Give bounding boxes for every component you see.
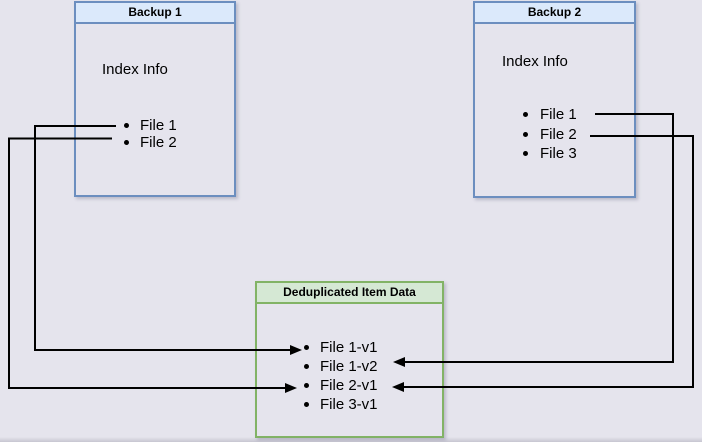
bullet-icon bbox=[124, 140, 129, 145]
dedup-file-list: File 1-v1 File 1-v2 File 2-v1 File 3-v1 bbox=[304, 338, 378, 414]
backup2-file3-label: File 3 bbox=[540, 145, 577, 163]
backup2-index-info-label: Index Info bbox=[502, 53, 568, 70]
dedup-file2v1-label: File 2-v1 bbox=[320, 377, 378, 394]
bullet-icon bbox=[523, 131, 528, 137]
bullet-icon bbox=[523, 112, 528, 118]
list-item: File 2-v1 bbox=[304, 376, 378, 395]
bullet-icon bbox=[304, 383, 309, 388]
dedup-box: Deduplicated Item Data File 1-v1 File 1-… bbox=[255, 281, 444, 438]
backup1-index-info-label: Index Info bbox=[102, 61, 168, 78]
list-item: File 3 bbox=[523, 144, 577, 164]
list-item: File 1 bbox=[124, 117, 177, 134]
backup1-file2-label: File 2 bbox=[140, 134, 177, 151]
bullet-icon bbox=[304, 364, 309, 369]
list-item: File 1-v2 bbox=[304, 357, 378, 376]
bullet-icon bbox=[304, 345, 309, 350]
bullet-icon bbox=[523, 151, 528, 157]
backup2-file1-label: File 1 bbox=[540, 106, 577, 124]
list-item: File 2 bbox=[124, 134, 177, 151]
backup1-file-list: File 1 File 2 bbox=[124, 117, 177, 151]
list-item: File 3-v1 bbox=[304, 395, 378, 414]
backup2-file-list: File 1 File 2 File 3 bbox=[523, 105, 577, 164]
list-item: File 2 bbox=[523, 125, 577, 145]
dedup-file1v2-label: File 1-v2 bbox=[320, 358, 378, 375]
list-item: File 1-v1 bbox=[304, 338, 378, 357]
bullet-icon bbox=[124, 123, 129, 128]
backup1-title: Backup 1 bbox=[76, 3, 234, 24]
backup2-title: Backup 2 bbox=[475, 3, 634, 24]
dedup-file1v1-label: File 1-v1 bbox=[320, 339, 378, 356]
dedup-title: Deduplicated Item Data bbox=[257, 283, 442, 304]
backup2-file2-label: File 2 bbox=[540, 125, 577, 143]
list-item: File 1 bbox=[523, 105, 577, 125]
backup1-file1-label: File 1 bbox=[140, 117, 177, 134]
backup1-box: Backup 1 Index Info File 1 File 2 bbox=[74, 1, 236, 197]
dedup-file3v1-label: File 3-v1 bbox=[320, 396, 378, 413]
window-bottom-shadow bbox=[0, 437, 702, 442]
backup2-box: Backup 2 Index Info File 1 File 2 File 3 bbox=[473, 1, 636, 198]
bullet-icon bbox=[304, 402, 309, 407]
